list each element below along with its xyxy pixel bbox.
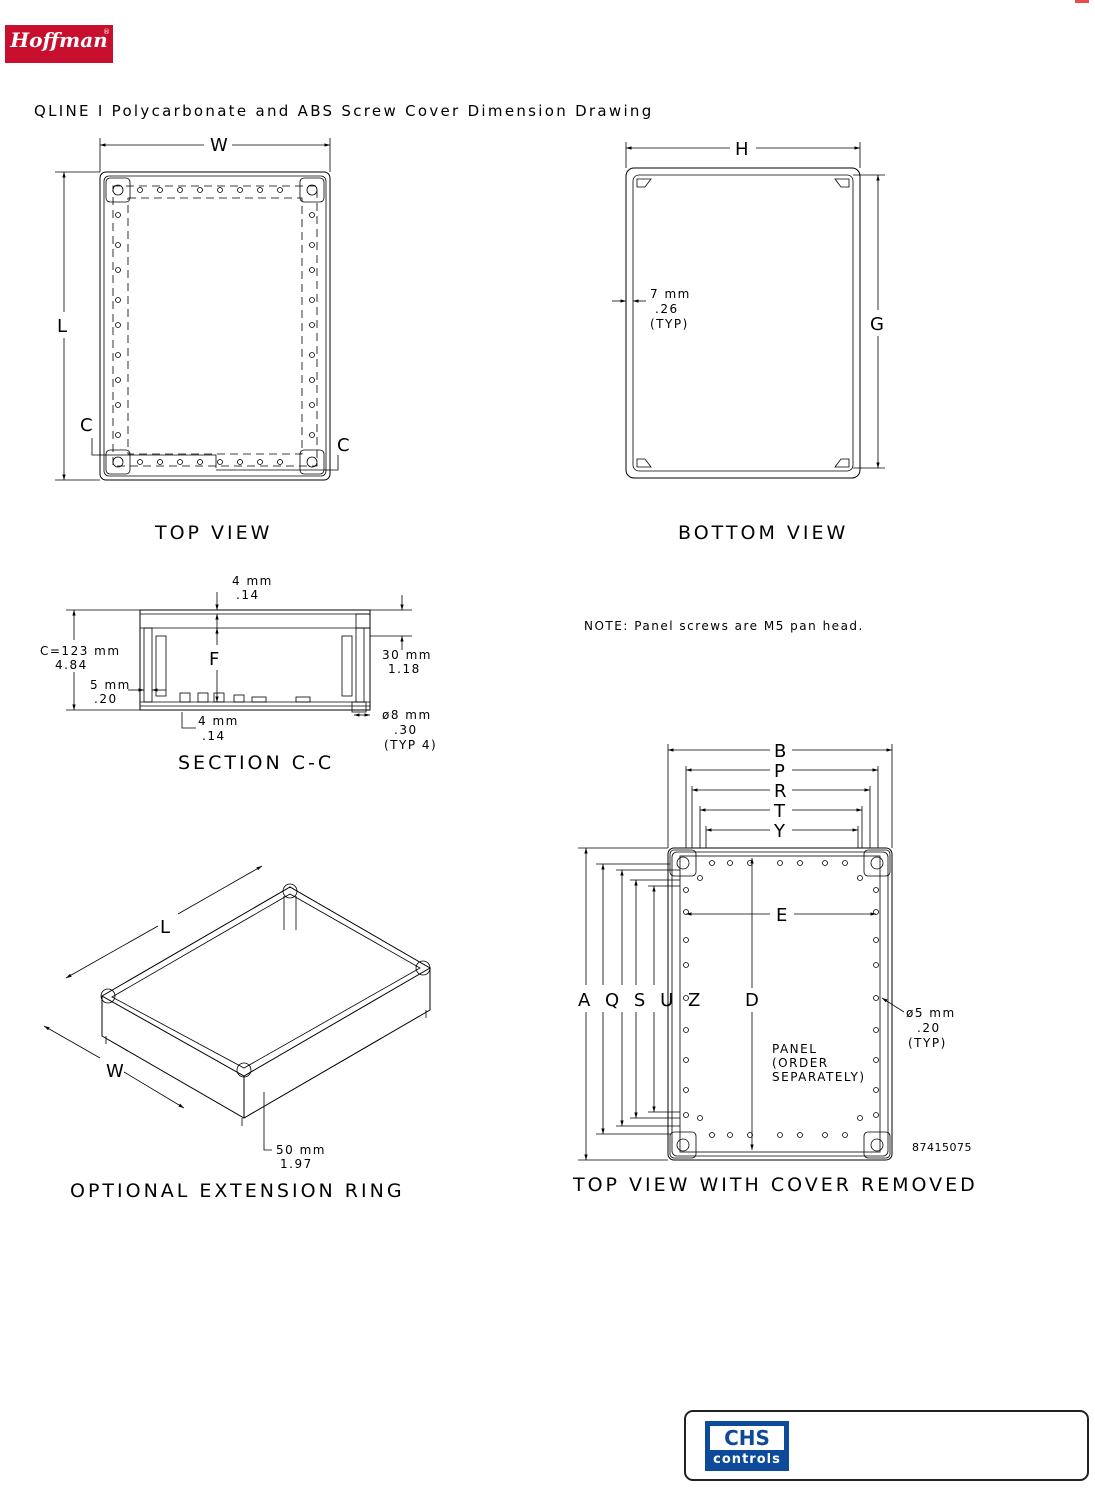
section-hole-typ: (TYP 4)	[384, 738, 437, 752]
ring-dim-w: W	[106, 1061, 125, 1082]
wall-mm: 7 mm	[650, 287, 691, 301]
section-dim-f: F	[209, 649, 220, 670]
dim-t: T	[773, 801, 786, 822]
logo-registered-mark: ®	[103, 28, 110, 36]
dims-left: A Q S U Z	[578, 990, 705, 1011]
corner-mark	[1075, 0, 1089, 3]
section-bottom-mm: 4 mm	[198, 714, 239, 728]
wall-in: .26	[655, 302, 679, 316]
dim-r: R	[774, 781, 788, 802]
section-height-mm: C=123 mm	[40, 644, 121, 658]
section-lip-in: 1.18	[388, 662, 421, 676]
drawing-title: QLINE I Polycarbonate and ABS Screw Cove…	[34, 102, 654, 120]
ring-caption: OPTIONAL EXTENSION RING	[70, 1180, 405, 1202]
section-top-mm: 4 mm	[232, 574, 273, 588]
section-mark-left: C	[80, 415, 94, 436]
cover-removed-caption: TOP VIEW WITH COVER REMOVED	[572, 1174, 978, 1196]
top-view-dim-l: L	[57, 316, 68, 337]
panel-label-3: SEPARATELY)	[772, 1070, 866, 1084]
cover-hole-typ: (TYP)	[908, 1036, 947, 1050]
panel-label-1: PANEL	[772, 1042, 817, 1056]
section-lip-mm: 30 mm	[382, 648, 432, 662]
dim-e: E	[776, 905, 788, 926]
chs-logo-bottom: controls	[713, 1452, 781, 1467]
bottom-view-dim-g: G	[870, 314, 885, 335]
cover-hole-in: .20	[917, 1021, 941, 1035]
logo-text: Hoffman	[10, 28, 108, 52]
section-caption: SECTION C-C	[178, 752, 334, 774]
chs-controls-logo: CHS controls	[705, 1421, 789, 1471]
dealer-panel: CHS controls	[684, 1410, 1089, 1481]
extension-ring: L W 50 mm 1.97 OPTIONAL EXTENSION RING	[43, 865, 431, 1202]
top-view-caption: TOP VIEW	[154, 522, 272, 544]
wall-typ: (TYP)	[650, 317, 689, 331]
section-side-in: .20	[94, 692, 118, 706]
dim-d: D	[745, 990, 760, 1011]
section-side-mm: 5 mm	[90, 678, 131, 692]
ring-height-in: 1.97	[280, 1157, 313, 1171]
panel-screw-note: NOTE: Panel screws are M5 pan head.	[584, 619, 864, 633]
top-view-dim-w: W	[210, 135, 229, 156]
section-mark-right: C	[337, 435, 351, 456]
dim-b: B	[774, 741, 787, 762]
section-height-in: 4.84	[55, 658, 88, 672]
cover-hole-mm: ø5 mm	[906, 1006, 956, 1020]
ring-dim-l: L	[160, 917, 171, 938]
dim-p: P	[774, 761, 786, 782]
bottom-view-dim-h: H	[735, 139, 750, 160]
cover-removed-view: B P R T Y E	[572, 741, 978, 1196]
bottom-view-caption: BOTTOM VIEW	[678, 522, 848, 544]
part-number: 87415075	[912, 1141, 972, 1154]
panel-label-2: (ORDER	[772, 1056, 829, 1070]
hoffman-logo: Hoffman ®	[5, 25, 113, 63]
section-hole-mm: ø8 mm	[382, 708, 432, 722]
chs-logo-top: CHS	[710, 1426, 784, 1450]
section-bottom-in: .14	[202, 729, 226, 743]
section-top-in: .14	[236, 588, 260, 602]
bottom-view: H G 7 mm .26 (TYP) BOTTOM VIEW	[612, 139, 885, 544]
section-c-c: 4 mm .14 F C=123 mm 4.84 5 mm .20 4 mm .…	[40, 574, 437, 774]
ring-height-mm: 50 mm	[276, 1143, 326, 1157]
dim-y: Y	[773, 821, 786, 842]
section-hole-in: .30	[394, 723, 418, 737]
top-view: W L	[55, 135, 351, 544]
